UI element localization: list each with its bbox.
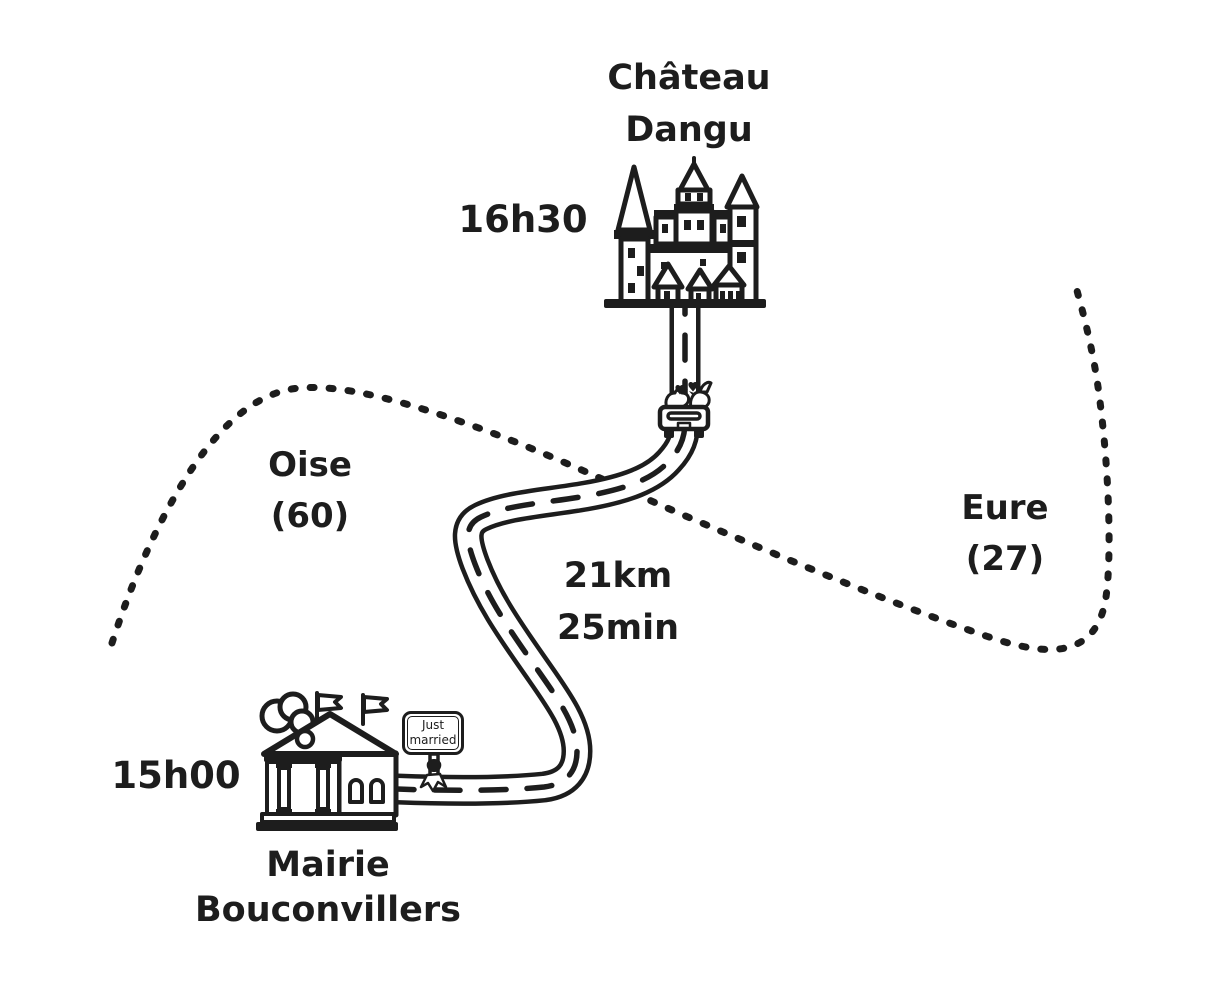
castle-icon <box>604 156 766 308</box>
region-eure-label: Eure (27) <box>930 483 1080 585</box>
region-oise-name: Oise <box>268 445 352 485</box>
just-married-sign: Just married <box>402 711 464 755</box>
destination-name-line1: Château <box>607 58 771 98</box>
flag-icons <box>315 691 389 726</box>
origin-name-line2: Bouconvillers <box>195 890 461 930</box>
departure-time-label: 15h00 <box>111 754 241 797</box>
sign-text-line1: Just <box>421 718 445 732</box>
origin-label: Mairie Bouconvillers <box>157 843 499 933</box>
wedding-car-icon <box>657 380 713 438</box>
ribbon-bow-icon <box>419 758 448 793</box>
region-eure-name: Eure <box>961 488 1049 528</box>
arrival-time-label: 16h30 <box>458 198 588 241</box>
region-oise-label: Oise (60) <box>235 440 385 542</box>
columns <box>276 763 331 814</box>
route-duration: 25min <box>556 608 680 648</box>
town-hall-icon <box>256 691 399 831</box>
region-oise-code: (60) <box>270 496 350 536</box>
route-distance: 21km <box>563 556 673 596</box>
route-info-label: 21km 25min <box>548 550 688 654</box>
road-center-dashes <box>394 302 688 794</box>
just-married-sign-post <box>419 752 448 793</box>
department-boundary-dotted-line <box>108 283 1113 654</box>
region-eure-code: (27) <box>965 539 1045 579</box>
origin-name-line1: Mairie <box>266 845 390 885</box>
heart-icons <box>675 382 698 395</box>
destination-name-line2: Dangu <box>625 110 753 150</box>
destination-label: Château Dangu <box>558 52 820 156</box>
road-path <box>394 302 701 806</box>
sign-text-line2: married <box>409 733 457 747</box>
just-married-sign-panel: Just married <box>407 716 459 750</box>
